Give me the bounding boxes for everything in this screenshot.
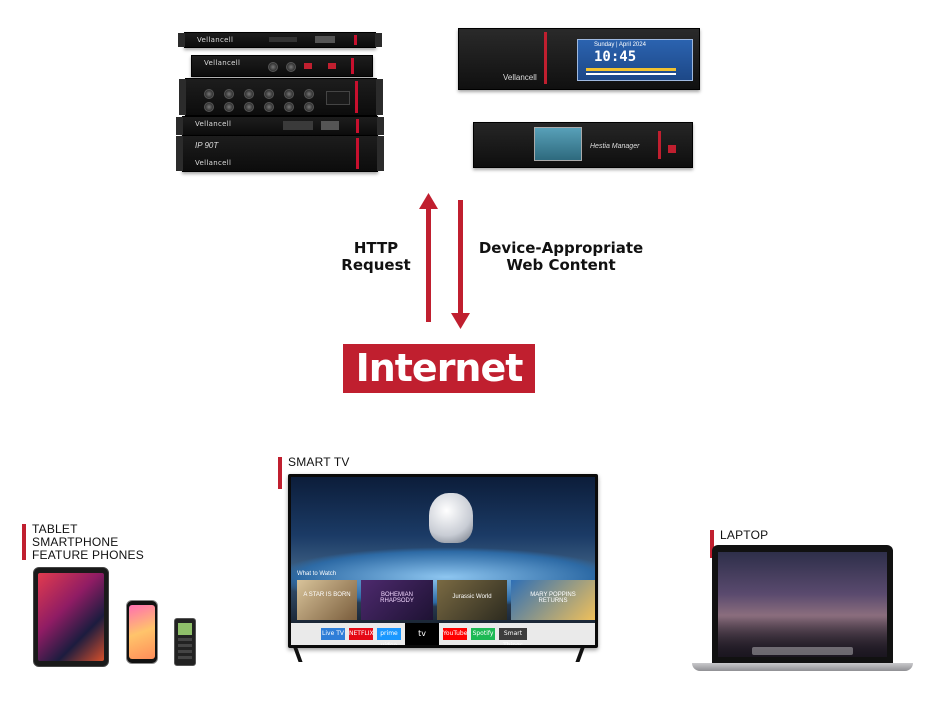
- app-apple-tv[interactable]: tv: [405, 623, 439, 645]
- clock-brand: Vellancell: [503, 73, 537, 82]
- tv-label-bar: [278, 457, 282, 489]
- manager-unit: Hestia Manager: [473, 122, 693, 168]
- web-content-label: Device-Appropriate Web Content: [478, 239, 644, 274]
- laptop-base: [692, 663, 913, 671]
- poster-3: Jurassic World: [437, 580, 507, 620]
- app-netflix[interactable]: NETFLIX: [349, 628, 374, 640]
- tv-screen: What to Watch A STAR IS BORN BOHEMIAN RH…: [291, 477, 595, 645]
- poster-4: MARY POPPINS RETURNS: [511, 580, 595, 620]
- tv-leg-left: [293, 648, 303, 662]
- clock-time: 10:45: [594, 49, 637, 65]
- mobile-label: TABLET SMARTPHONE FEATURE PHONES: [32, 522, 144, 562]
- app-youtube[interactable]: YouTube: [443, 628, 467, 640]
- app-live-tv[interactable]: Live TV: [321, 628, 345, 640]
- rack-brand: Vellancell: [195, 159, 232, 167]
- arrow-down-icon: [451, 313, 470, 329]
- feature-phone-device: [174, 618, 196, 666]
- mobile-label-bar: [22, 524, 26, 560]
- app-smart-things[interactable]: Smart Things: [499, 628, 527, 645]
- rack-unit-2: Vellancell: [191, 55, 373, 77]
- rack-unit-4: Vellancell: [176, 116, 384, 136]
- tv-app-bar: Live TV NETFLIX prime video tv YouTube S…: [291, 623, 595, 645]
- manager-model: Hestia Manager: [590, 143, 640, 150]
- internet-hub: Internet: [343, 344, 535, 393]
- rack-unit-3: [179, 78, 383, 116]
- clock-date: Sunday | April 2024: [594, 42, 646, 48]
- clock-unit: Vellancell Sunday | April 2024 10:45: [458, 28, 700, 90]
- tablet-device: [33, 567, 109, 667]
- smart-tv: What to Watch A STAR IS BORN BOHEMIAN RH…: [288, 474, 598, 648]
- astronaut-figure: [429, 493, 473, 543]
- poster-1: A STAR IS BORN: [297, 580, 357, 620]
- rack-brand: Vellancell: [197, 36, 234, 44]
- rack-brand: Vellancell: [195, 120, 232, 128]
- laptop-dock: [752, 647, 853, 655]
- laptop-device: [712, 545, 893, 663]
- http-request-label: HTTP Request: [341, 239, 411, 274]
- rack-unit-5: IP 90T Vellancell: [176, 135, 384, 172]
- poster-2: BOHEMIAN RHAPSODY: [361, 580, 433, 620]
- clock-screen: Sunday | April 2024 10:45: [577, 39, 693, 81]
- rack-brand: Vellancell: [204, 59, 241, 67]
- tv-row-title: What to Watch: [297, 571, 337, 577]
- smartphone-device: [126, 600, 158, 664]
- laptop-screen: [718, 552, 887, 657]
- app-prime-video[interactable]: prime video: [377, 628, 401, 645]
- manager-screen: [534, 127, 582, 161]
- tv-label: SMART TV: [288, 455, 350, 469]
- app-spotify[interactable]: Spotify: [471, 628, 495, 640]
- rack-unit-1: Vellancell: [178, 32, 382, 48]
- tv-leg-right: [575, 648, 585, 662]
- rack-model-label: IP 90T: [195, 141, 219, 150]
- laptop-label: LAPTOP: [720, 528, 769, 542]
- laptop-label-bar: [710, 530, 714, 558]
- arrow-up-icon: [419, 193, 438, 209]
